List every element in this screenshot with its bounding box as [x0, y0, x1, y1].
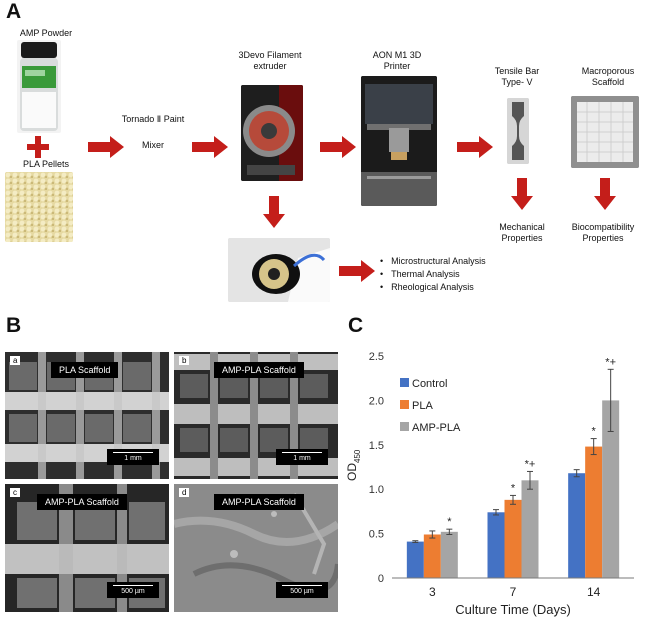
printer-label-line1: AON M1 3D	[372, 50, 422, 60]
extruder-label-line2: extruder	[253, 61, 287, 71]
bar-amp-pla	[602, 400, 620, 578]
y-tick-label: 1.5	[369, 440, 384, 452]
sem-corner-label: c	[10, 488, 20, 497]
y-tick-label: 0	[378, 573, 384, 585]
sem-image-tag: PLA Scaffold	[51, 362, 119, 378]
arrow-icon	[339, 260, 375, 282]
printer-label-line2: Printer	[383, 61, 411, 71]
scale-bar-label: 1 mm	[124, 455, 142, 462]
amp-powder-jar-image	[17, 40, 61, 133]
x-tick-label: 7	[510, 585, 517, 599]
analyses-list: Microstructural Analysis Thermal Analysi…	[380, 255, 560, 294]
panel-c-letter: C	[348, 314, 364, 337]
3d-printer-image	[361, 76, 437, 206]
significance-mark: *+	[525, 458, 536, 470]
arrow-icon	[88, 136, 124, 158]
od450-bar-chart: 0 0.5 1.0 1.5 2.0 2.5 * * *+ * *+ 3 7 14 ControlPLA…	[345, 351, 634, 617]
scale-bar-label: 1 mm	[293, 455, 311, 462]
significance-mark: *+	[605, 356, 616, 368]
legend-swatch	[400, 378, 409, 387]
biocompatibility-label-line1: Biocompatibility	[571, 222, 635, 232]
pla-pellets-image	[5, 172, 73, 242]
panel-b-letter: B	[6, 314, 22, 337]
mechanical-label-line2: Properties	[501, 233, 543, 243]
bar-pla	[504, 499, 522, 578]
significance-mark: *	[592, 426, 597, 438]
tensile-bar-label-line2: Type- V	[501, 77, 533, 87]
arrow-icon	[320, 136, 356, 158]
sem-image-tag: AMP-PLA Scaffold	[214, 494, 304, 510]
x-tick-label: 14	[587, 585, 601, 599]
sem-corner-label: a	[10, 356, 21, 365]
bar-control	[487, 512, 505, 578]
bar-control	[568, 473, 586, 578]
bar-amp-pla	[440, 531, 458, 578]
legend-swatch	[400, 400, 409, 409]
analysis-item: Microstructural Analysis	[380, 255, 560, 268]
legend-swatch	[400, 422, 409, 431]
arrow-icon	[457, 136, 493, 158]
scaffold-label-line1: Macroporous	[581, 66, 635, 76]
legend-label: AMP-PLA	[412, 422, 461, 434]
y-axis-label-main: OD	[345, 463, 359, 481]
sem-corner-label: b	[179, 356, 190, 365]
y-axis-label-sub: 450	[353, 449, 362, 463]
scale-bar: 1 mm	[107, 448, 159, 465]
scale-bar: 500 µm	[276, 581, 328, 598]
bar-control	[406, 541, 424, 578]
scale-bar: 500 µm	[107, 581, 159, 598]
sem-corner-label: d	[179, 488, 190, 497]
pla-pellets-label: PLA Pellets	[22, 159, 70, 169]
scale-bar-label: 500 µm	[290, 588, 314, 595]
plus-icon	[27, 136, 49, 158]
extruder-label-line1: 3Devo Filament	[238, 50, 302, 60]
amp-powder-label: AMP Powder	[19, 28, 73, 38]
filament-extruder-image	[241, 85, 303, 181]
tornado-mixer-label-line2: Mixer	[142, 140, 164, 150]
scaffold-label-line2: Scaffold	[591, 77, 625, 87]
analysis-item: Rheological Analysis	[380, 281, 560, 294]
tensile-bar-label-line1: Tensile Bar	[494, 66, 540, 76]
biocompatibility-label-line2: Properties	[582, 233, 624, 243]
y-tick-label: 2.0	[369, 395, 384, 407]
sem-image-c: c AMP-PLA Scaffold 500 µm	[5, 484, 169, 612]
sem-image-b: b AMP-PLA Scaffold 1 mm	[174, 352, 338, 479]
scale-bar-label: 500 µm	[121, 588, 145, 595]
mechanical-label-line1: Mechanical	[499, 222, 545, 232]
y-tick-label: 0.5	[369, 529, 384, 541]
tensile-bar-image	[507, 98, 529, 164]
bar-pla	[585, 446, 603, 578]
analysis-item: Thermal Analysis	[380, 268, 560, 281]
sem-image-d: d AMP-PLA Scaffold 500 µm	[174, 484, 338, 612]
y-axis-label: OD450	[345, 449, 362, 481]
y-tick-label: 2.5	[369, 351, 384, 363]
x-axis-label: Culture Time (Days)	[455, 602, 571, 617]
sem-image-a: a PLA Scaffold 1 mm	[5, 352, 169, 479]
macroporous-scaffold-image	[571, 96, 639, 168]
significance-mark: *	[447, 516, 452, 528]
y-tick-label: 1.0	[369, 484, 384, 496]
tornado-mixer-label-line1: Tornado Ⅱ Paint	[121, 114, 185, 124]
filament-spool-image	[228, 238, 330, 302]
significance-mark: *	[511, 482, 516, 494]
sem-image-tag: AMP-PLA Scaffold	[214, 362, 304, 378]
legend-label: Control	[412, 378, 447, 390]
panel-a-letter: A	[6, 0, 22, 23]
bar-amp-pla	[521, 480, 539, 578]
sem-image-tag: AMP-PLA Scaffold	[37, 494, 127, 510]
legend-label: PLA	[412, 400, 433, 412]
x-tick-label: 3	[429, 585, 436, 599]
scale-bar: 1 mm	[276, 448, 328, 465]
arrow-down-icon	[511, 178, 533, 210]
bar-pla	[423, 534, 441, 578]
arrow-icon	[192, 136, 228, 158]
arrow-down-icon	[263, 196, 285, 228]
arrow-down-icon	[594, 178, 616, 210]
